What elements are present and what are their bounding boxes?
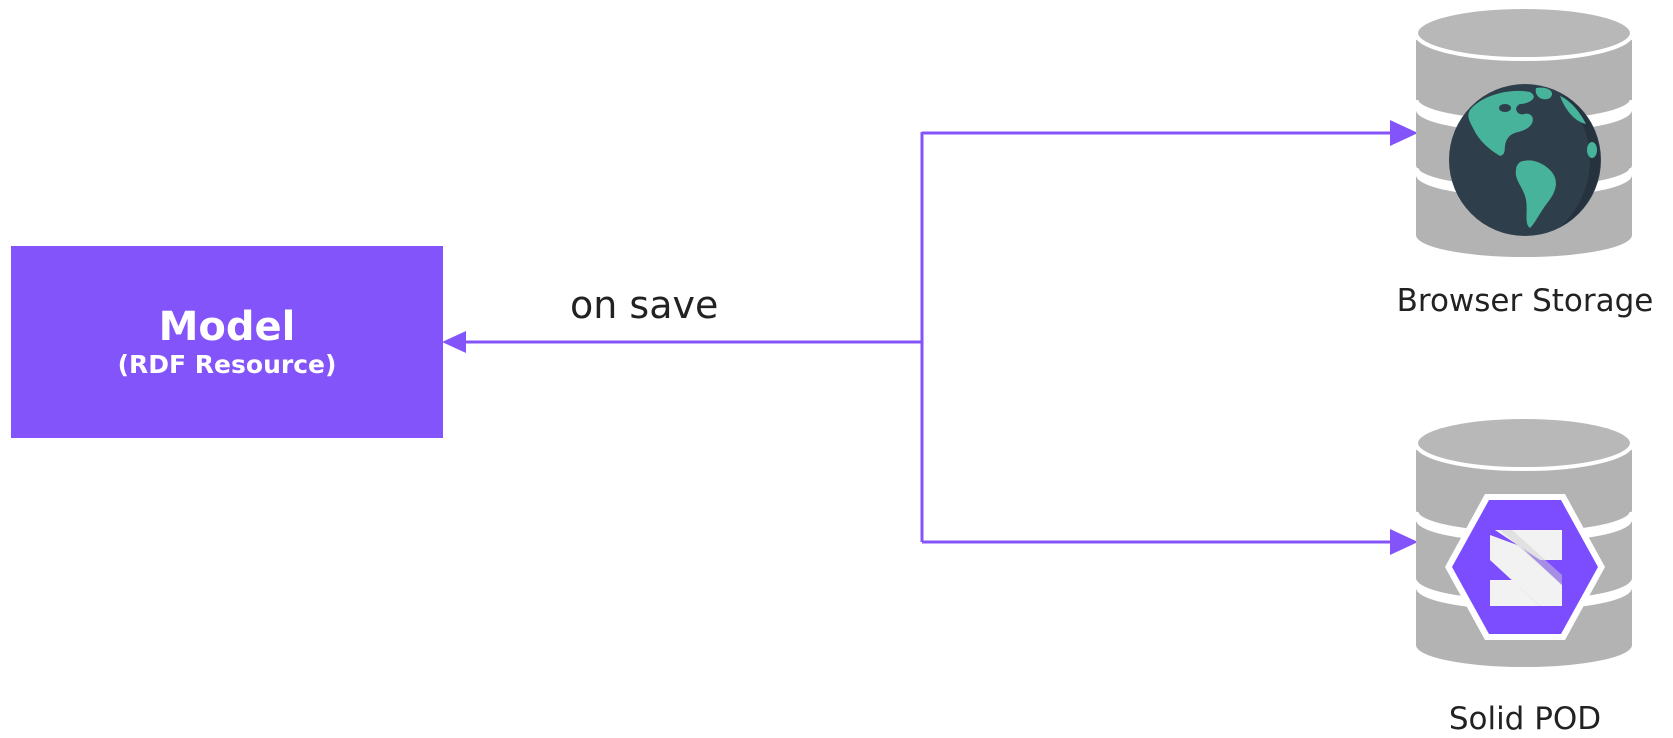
connectors [462,131,1392,544]
model-title: Model [158,304,296,350]
browser-storage-label: Browser Storage [1396,283,1654,319]
edge-label-on-save: on save [570,283,719,327]
arrowhead-browser [1390,120,1418,146]
model-subtitle: (RDF Resource) [117,350,337,379]
model-node: Model (RDF Resource) [11,246,443,438]
arrowhead-model [442,331,466,353]
arrowhead-solid [1390,529,1418,555]
globe-icon [1449,84,1601,236]
solid-pod-label: Solid POD [1448,701,1602,737]
solid-logo-icon [1445,494,1605,640]
